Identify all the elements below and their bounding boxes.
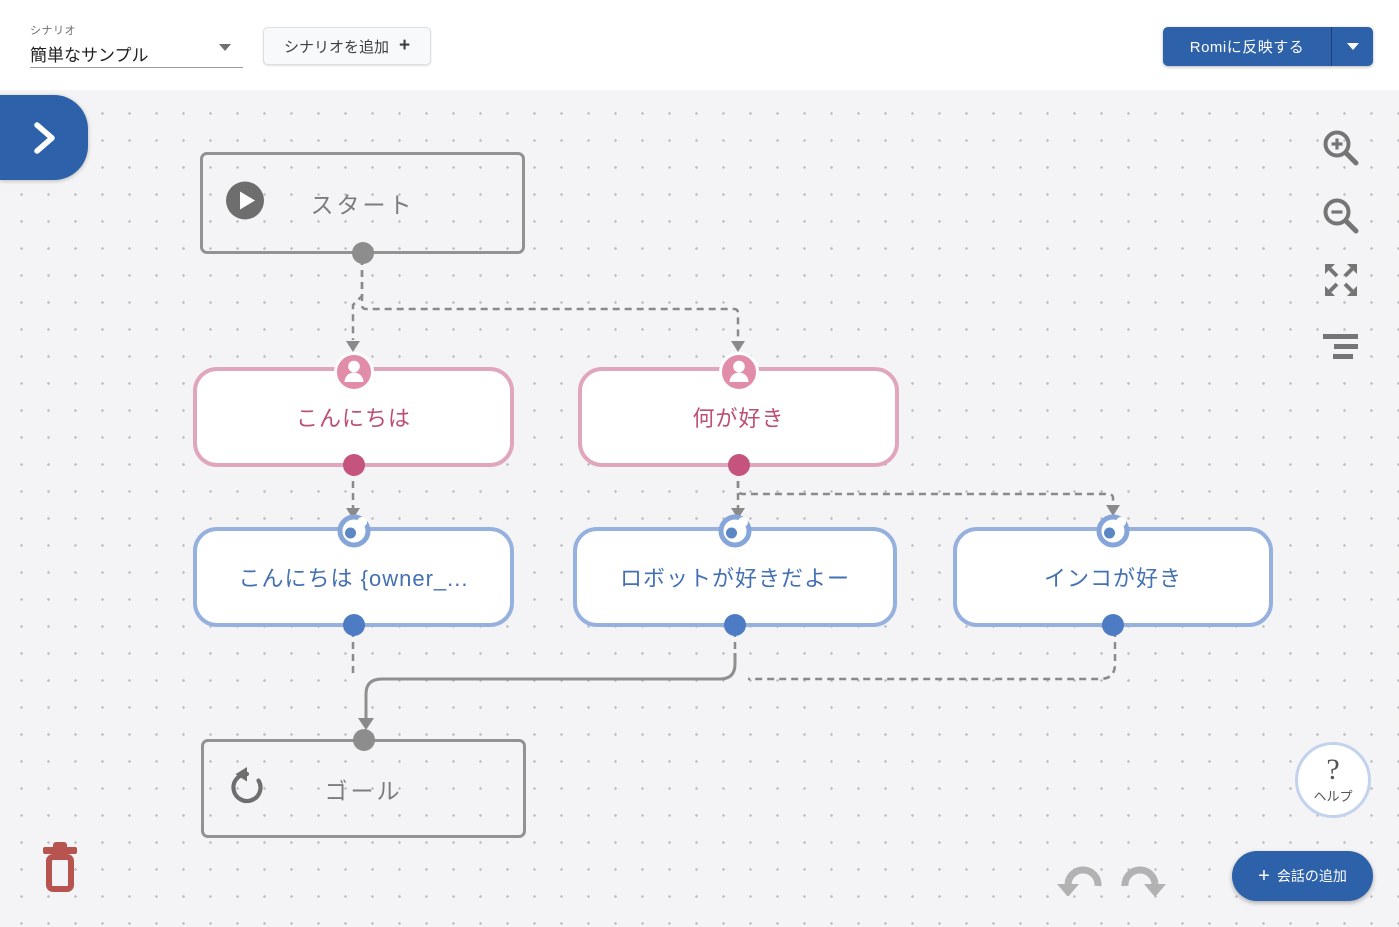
auto-layout-button[interactable] [1322, 332, 1360, 365]
node-label: こんにちは {owner_... [238, 566, 469, 591]
plus-icon: + [399, 35, 411, 56]
node-robot-reply-3[interactable]: インコが好き [953, 514, 1273, 636]
node-label: ロボットが好きだよー [619, 566, 850, 591]
chevron-down-icon [1346, 43, 1359, 50]
output-port[interactable] [1102, 614, 1124, 636]
node-label: スタート [310, 192, 415, 218]
play-icon [225, 181, 265, 226]
output-port[interactable] [351, 242, 374, 264]
node-label: こんにちは [295, 406, 411, 431]
node-user-utterance-2[interactable]: 何が好き [578, 352, 899, 476]
scenario-select[interactable]: シナリオ 簡単なサンプル [30, 22, 243, 68]
deploy-button[interactable]: Romiに反映する [1189, 39, 1305, 56]
redo-icon [1121, 866, 1166, 897]
zoom-out-button[interactable] [1320, 195, 1362, 240]
deploy-split-button: Romiに反映する [1163, 27, 1373, 66]
deploy-dropdown-button[interactable] [1332, 27, 1373, 66]
node-label: 何が好き [692, 406, 785, 431]
node-label: ゴール [324, 777, 403, 804]
add-scenario-label: シナリオを追加 [284, 38, 390, 56]
node-goal[interactable]: ゴール [201, 729, 526, 838]
output-port[interactable] [727, 454, 750, 476]
scenario-select-value: 簡単なサンプル [30, 46, 149, 65]
zoom-out-icon [1323, 198, 1359, 234]
chevron-right-icon [34, 121, 55, 154]
node-robot-reply-1[interactable]: こんにちは {owner_... [193, 514, 514, 636]
robot-face-icon [1094, 512, 1132, 555]
layout-lines-icon [1323, 334, 1358, 359]
add-conversation-button[interactable]: + 会話の追加 [1232, 851, 1373, 901]
divider [1331, 27, 1332, 66]
input-port[interactable] [352, 729, 375, 751]
help-button[interactable]: ? ヘルプ [1295, 742, 1371, 818]
question-mark-icon: ? [1326, 753, 1340, 786]
scenario-select-label: シナリオ [30, 25, 76, 37]
output-port[interactable] [342, 614, 365, 636]
output-port[interactable] [342, 454, 365, 476]
undo-icon [1057, 866, 1102, 897]
node-start[interactable]: スタート [200, 152, 525, 264]
restart-icon [226, 765, 268, 812]
robot-face-icon [335, 512, 373, 555]
node-label: インコが好き [1043, 566, 1182, 591]
zoom-in-button[interactable] [1320, 127, 1362, 172]
node-robot-reply-2[interactable]: ロボットが好きだよー [573, 514, 897, 636]
expand-panel-button[interactable] [0, 95, 88, 180]
fit-view-button[interactable] [1322, 261, 1360, 302]
robot-face-icon [716, 512, 754, 555]
person-icon [333, 352, 374, 397]
output-port[interactable] [724, 614, 746, 636]
plus-icon: + [1258, 865, 1270, 887]
person-icon [718, 352, 759, 397]
trash-icon [43, 842, 77, 892]
help-label: ヘルプ [1313, 789, 1353, 804]
add-scenario-button[interactable]: シナリオを追加 + [263, 27, 432, 65]
trash-button[interactable] [38, 840, 82, 899]
node-user-utterance-1[interactable]: こんにちは [193, 352, 514, 476]
top-bar: シナリオ 簡単なサンプル シナリオを追加 + Romiに反映する [0, 0, 1399, 90]
chevron-down-icon [219, 44, 231, 51]
zoom-in-icon [1323, 130, 1359, 166]
redo-button[interactable] [1118, 852, 1168, 899]
undo-button[interactable] [1055, 852, 1105, 899]
add-conversation-label: 会話の追加 [1276, 868, 1347, 884]
expand-arrows-icon [1325, 264, 1357, 296]
